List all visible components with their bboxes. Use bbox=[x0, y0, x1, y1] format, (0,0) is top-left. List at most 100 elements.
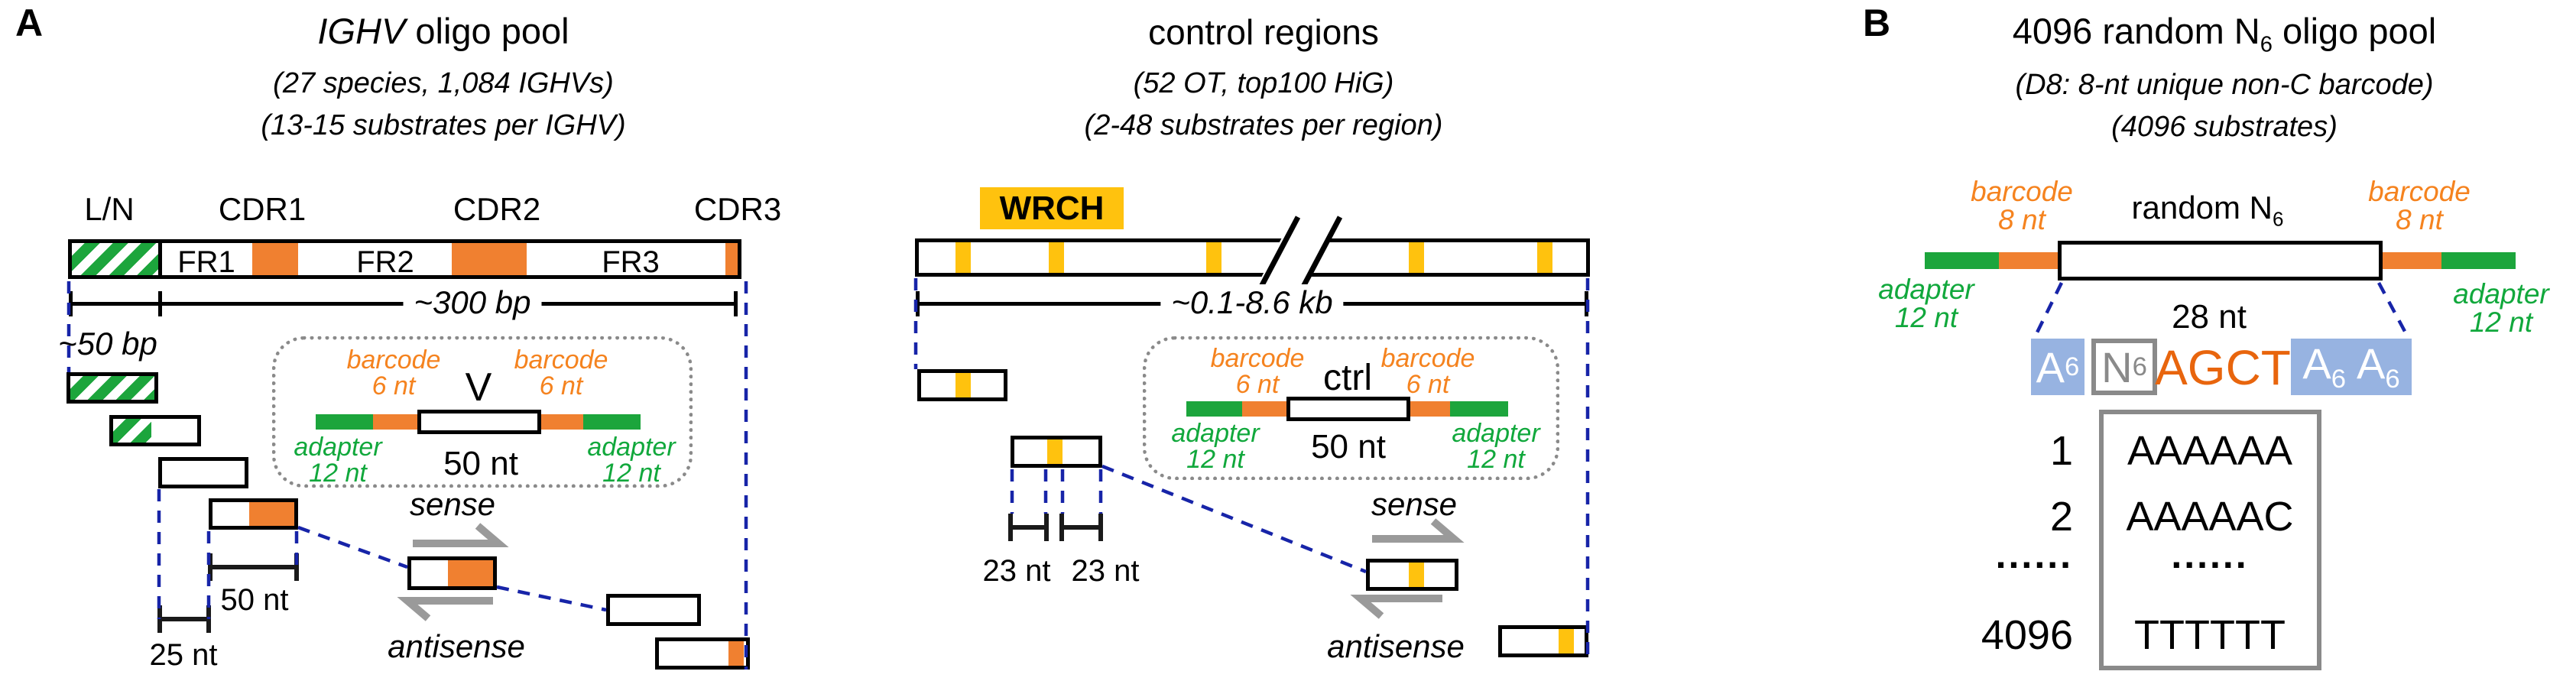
barcode-bar-right bbox=[2383, 252, 2441, 269]
adapter-bar-right bbox=[1450, 401, 1508, 417]
table-row-index: 4096 bbox=[1981, 612, 2073, 658]
orange-part bbox=[249, 502, 294, 526]
ln-divider bbox=[158, 239, 162, 279]
sense-label: sense bbox=[1371, 486, 1458, 522]
wrch-site-stripe bbox=[1409, 563, 1424, 587]
len-50nt-label: 50 nt bbox=[220, 583, 289, 617]
subscript: 6 bbox=[2132, 352, 2147, 381]
barcode-bar-right bbox=[541, 414, 583, 430]
region-label-ln: L/N bbox=[84, 191, 135, 227]
table-row-seq: AAAAAA bbox=[2127, 428, 2293, 474]
substrate-box-edge bbox=[655, 637, 750, 670]
wrch-site-stripe bbox=[1537, 242, 1552, 273]
cdr2-block bbox=[452, 243, 527, 275]
primer-arrows bbox=[397, 518, 1465, 621]
adapter-bar-left bbox=[1925, 252, 1999, 269]
n6-subtitle-1: (D8: 8-nt unique non-C barcode) bbox=[2015, 69, 2434, 101]
ctrl-segment-label: ctrl bbox=[1323, 358, 1372, 398]
cdr1-block bbox=[252, 243, 298, 275]
control-substrate-box bbox=[1011, 436, 1102, 468]
probe-box-sense bbox=[407, 556, 497, 590]
sense-label: sense bbox=[409, 486, 496, 522]
scale-kb-label: ~0.1-8.6 kb bbox=[1160, 284, 1344, 321]
a6-a6-block: A6 A6 bbox=[2291, 339, 2412, 395]
table-row-index: 1 bbox=[2049, 428, 2073, 474]
substrate-box-plain bbox=[606, 594, 701, 626]
control-subtitle-2: (2-48 substrates per region) bbox=[1084, 109, 1443, 141]
subscript: 6 bbox=[2272, 207, 2284, 231]
random-n6-box bbox=[2058, 241, 2383, 281]
probe-box-sense bbox=[1366, 559, 1458, 591]
v-50nt-box bbox=[417, 410, 541, 434]
sense-arrow bbox=[413, 523, 509, 547]
inset-length-label: 50 nt bbox=[1311, 428, 1386, 465]
table-row-index: 2 bbox=[2049, 494, 2073, 540]
control-subtitle-1: (52 OT, top100 HiG) bbox=[1133, 67, 1394, 99]
ighv-substrate-inset bbox=[272, 336, 693, 488]
barcode-bar-left bbox=[1999, 252, 2058, 269]
scale-300bp-label: ~300 bp bbox=[403, 284, 542, 321]
control-substrate-box bbox=[1498, 625, 1588, 657]
substrate-box-plain bbox=[158, 457, 248, 488]
wrch-site-stripe bbox=[1559, 629, 1574, 653]
table-row-seq: AAAAAC bbox=[2126, 494, 2294, 540]
substrate-box-hatched bbox=[67, 372, 158, 404]
adapter-bar-right bbox=[2441, 252, 2516, 269]
wrch-site-stripe bbox=[1409, 242, 1424, 273]
table-row-seq: TTTTTT bbox=[2134, 612, 2286, 658]
ctrl-50nt-box bbox=[1286, 397, 1410, 421]
region-label-cdr1: CDR1 bbox=[218, 191, 307, 227]
inset-length-label: 50 nt bbox=[443, 445, 518, 482]
fr3-label: FR3 bbox=[602, 245, 660, 279]
scale-50bp-label: ~50 bp bbox=[58, 326, 157, 362]
fr2-label: FR2 bbox=[356, 245, 414, 279]
wrch-site-stripe bbox=[1206, 242, 1221, 273]
len-25nt-label: 25 nt bbox=[149, 638, 218, 672]
ighv-pool-title: IGHV oligo pool bbox=[317, 12, 569, 50]
wrch-site-stripe bbox=[1049, 242, 1064, 273]
ighv-subtitle-2: (13-15 substrates per IGHV) bbox=[261, 109, 626, 141]
a6-unit: A6 bbox=[2357, 339, 2400, 394]
table-row-ellipsis: ...... bbox=[2171, 533, 2249, 576]
wrch-motif-badge: WRCH bbox=[980, 187, 1124, 229]
panel-b-label: B bbox=[1863, 2, 1891, 44]
ighv-gene-bar bbox=[68, 239, 741, 279]
n6-subtitle-2: (4096 substrates) bbox=[2111, 111, 2338, 143]
control-region-bar bbox=[915, 238, 1590, 277]
sense-arrow bbox=[1372, 518, 1465, 543]
subscript: 6 bbox=[2260, 32, 2273, 57]
table-row-ellipsis: ...... bbox=[1995, 533, 2073, 576]
hatch-part bbox=[113, 419, 151, 443]
ighv-subtitle-1: (27 species, 1,084 IGHVs) bbox=[273, 67, 614, 99]
wrch-site-stripe bbox=[955, 242, 971, 273]
region-label-cdr2: CDR2 bbox=[453, 191, 541, 227]
region-label-cdr3: CDR3 bbox=[693, 191, 782, 227]
v-segment-label: V bbox=[465, 365, 492, 410]
fr1-label: FR1 bbox=[177, 245, 235, 279]
antisense-arrow bbox=[1350, 595, 1442, 619]
scale-tick bbox=[69, 291, 73, 316]
wrch-site-stripe bbox=[1047, 439, 1063, 464]
ighv-title-rest: oligo pool bbox=[405, 11, 569, 51]
scale-tick bbox=[734, 291, 738, 316]
control-title: control regions bbox=[1148, 12, 1379, 52]
subscript: 6 bbox=[2385, 365, 2400, 394]
n6-pool-title: 4096 random N6 oligo pool bbox=[2012, 11, 2437, 57]
cdr3-block bbox=[725, 243, 738, 275]
barcode-bar-left bbox=[373, 414, 417, 430]
barcode-bar-right bbox=[1410, 401, 1450, 417]
barcode-bar-left bbox=[1242, 401, 1286, 417]
adapter-bar-left bbox=[1186, 401, 1242, 417]
substrate-box-cdr bbox=[209, 498, 298, 530]
orange-part bbox=[448, 560, 493, 586]
